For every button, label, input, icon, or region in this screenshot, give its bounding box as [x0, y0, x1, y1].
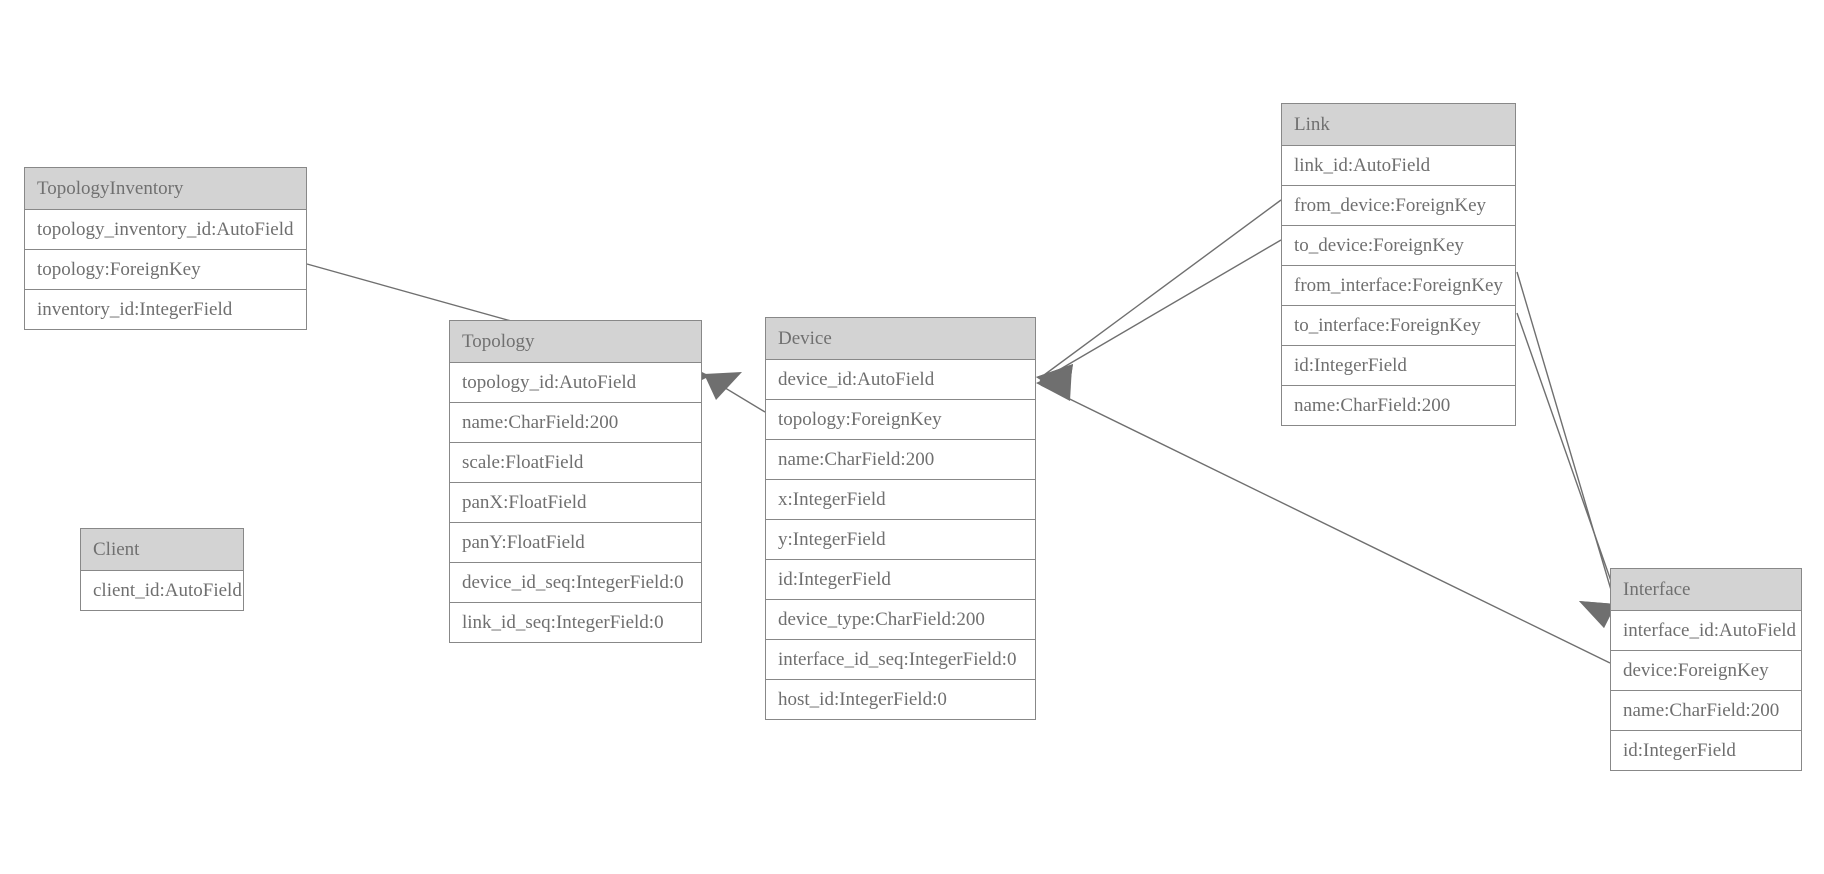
entity-field: id:IntegerField	[1282, 346, 1515, 386]
entity-title-client: Client	[81, 529, 243, 571]
entity-field: topology_id:AutoField	[450, 363, 701, 403]
entity-title-link: Link	[1282, 104, 1515, 146]
entity-field: interface_id_seq:IntegerField:0	[766, 640, 1035, 680]
arrowhead-icon	[1036, 364, 1073, 398]
entity-field: from_device:ForeignKey	[1282, 186, 1515, 226]
entity-field: panX:FloatField	[450, 483, 701, 523]
entity-title-topologyinventory: TopologyInventory	[25, 168, 306, 210]
entity-field: x:IntegerField	[766, 480, 1035, 520]
entity-field: name:CharField:200	[1282, 386, 1515, 425]
entity-title-interface: Interface	[1611, 569, 1801, 611]
entity-field: link_id:AutoField	[1282, 146, 1515, 186]
entity-field: topology:ForeignKey	[766, 400, 1035, 440]
edge-link-to-device	[1036, 239, 1282, 398]
entity-field: topology_inventory_id:AutoField	[25, 210, 306, 250]
entity-field: link_id_seq:IntegerField:0	[450, 603, 701, 642]
entity-field: topology:ForeignKey	[25, 250, 306, 290]
entity-field: interface_id:AutoField	[1611, 611, 1801, 651]
entity-field: to_interface:ForeignKey	[1282, 306, 1515, 346]
entity-field: inventory_id:IntegerField	[25, 290, 306, 329]
entity-field: id:IntegerField	[1611, 731, 1801, 770]
entity-field: device_type:CharField:200	[766, 600, 1035, 640]
entity-title-topology: Topology	[450, 321, 701, 363]
entity-field: device:ForeignKey	[1611, 651, 1801, 691]
entity-field: name:CharField:200	[1611, 691, 1801, 731]
entity-field: from_interface:ForeignKey	[1282, 266, 1515, 306]
entity-field: device_id_seq:IntegerField:0	[450, 563, 701, 603]
arrowhead-icon	[1036, 364, 1073, 398]
entity-field: id:IntegerField	[766, 560, 1035, 600]
entity-field: name:CharField:200	[766, 440, 1035, 480]
arrowhead-icon	[1036, 366, 1072, 401]
edge-link-from-interface	[1516, 271, 1616, 628]
entity-field: host_id:IntegerField:0	[766, 680, 1035, 719]
edge-device-topology	[704, 372, 766, 413]
entity-field: client_id:AutoField	[81, 571, 243, 610]
entity-title-device: Device	[766, 318, 1035, 360]
entity-field: y:IntegerField	[766, 520, 1035, 560]
entity-field: device_id:AutoField	[766, 360, 1035, 400]
entity-field: name:CharField:200	[450, 403, 701, 443]
entity-field: panY:FloatField	[450, 523, 701, 563]
edge-link-from-device	[1036, 199, 1282, 398]
entity-field: to_device:ForeignKey	[1282, 226, 1515, 266]
arrowhead-icon	[704, 372, 742, 400]
entity-field: scale:FloatField	[450, 443, 701, 483]
edge-link-to-interface	[1516, 312, 1619, 628]
